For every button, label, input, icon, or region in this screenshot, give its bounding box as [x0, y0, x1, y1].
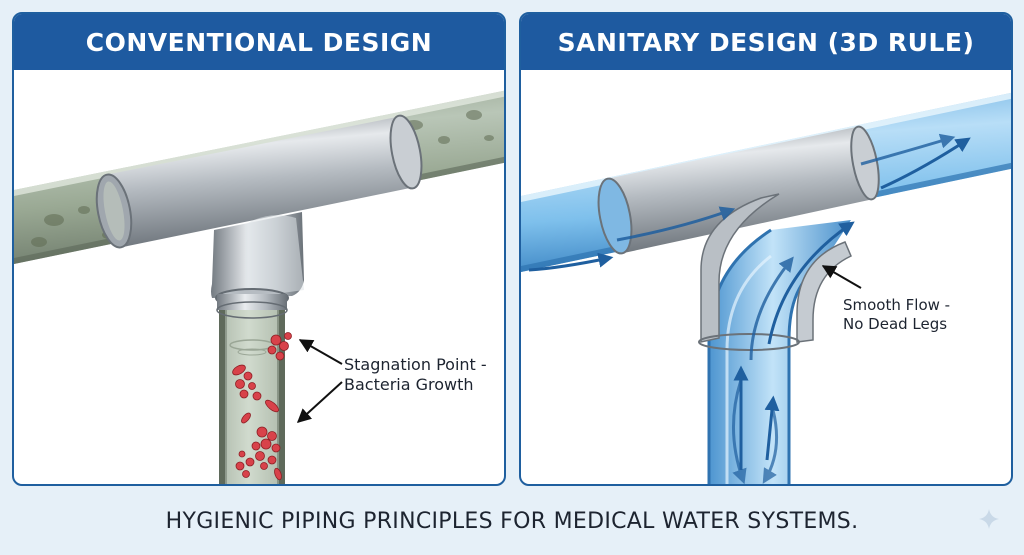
stagnation-label-line1: Stagnation Point -: [344, 355, 487, 374]
branch-pipe-stagnant: [219, 300, 285, 484]
smooth-flow-label-line1: Smooth Flow -: [843, 296, 950, 314]
stagnation-label-line2: Bacteria Growth: [344, 375, 474, 394]
sanitary-design-panel: SANITARY DESIGN (3D RULE): [519, 12, 1013, 486]
smooth-flow-callout-arrow: [821, 265, 862, 289]
stagnation-callout-arrows: [296, 339, 343, 423]
sparkle-icon: [979, 509, 999, 529]
footer-caption: HYGIENIC PIPING PRINCIPLES FOR MEDICAL W…: [165, 508, 859, 534]
sanitary-tee-illustration: Smooth Flow - No Dead Legs: [521, 92, 1011, 484]
bacteria-colony: [232, 332, 292, 481]
conventional-tee-fitting: [95, 114, 423, 319]
conventional-design-panel: CONVENTIONAL DESIGN: [12, 12, 506, 486]
conventional-design-title: CONVENTIONAL DESIGN: [14, 14, 504, 70]
flow-arrows: [528, 133, 971, 484]
smooth-flow-label-line2: No Dead Legs: [843, 315, 947, 333]
swept-branch-pipe: [707, 220, 851, 484]
conventional-tee-illustration: Stagnation Point - Bacteria Growth: [14, 90, 504, 484]
sanitary-tee-fitting: [597, 125, 880, 351]
sanitary-design-title: SANITARY DESIGN (3D RULE): [521, 14, 1011, 70]
